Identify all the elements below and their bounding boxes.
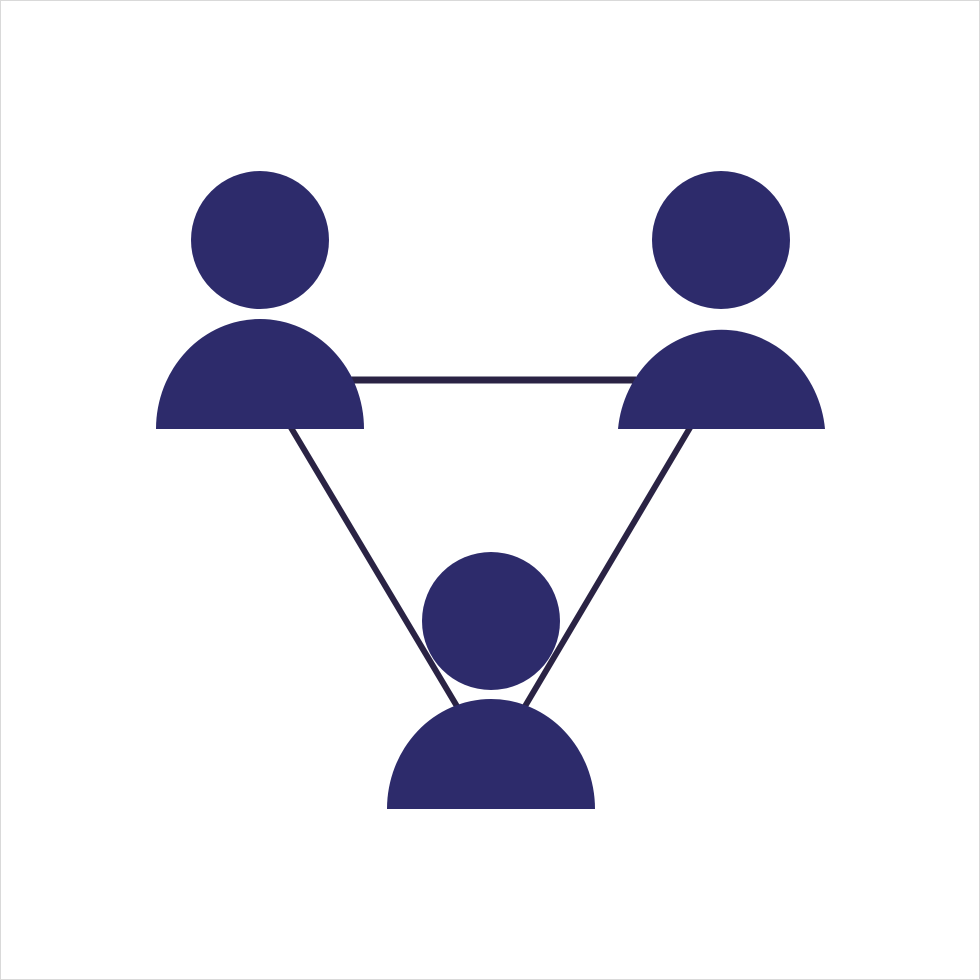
person-right-body	[618, 329, 825, 429]
person-right-icon	[618, 171, 825, 429]
connections	[287, 376, 694, 710]
person-left-head	[191, 171, 329, 309]
person-bottom-body	[387, 699, 595, 809]
connector-line-left	[287, 424, 461, 710]
connector-line-right	[521, 424, 694, 710]
person-left-body	[156, 319, 364, 429]
person-bottom-icon	[387, 552, 595, 809]
person-left-icon	[156, 171, 364, 429]
person-bottom-head	[422, 552, 560, 690]
person-right-head	[652, 171, 790, 309]
